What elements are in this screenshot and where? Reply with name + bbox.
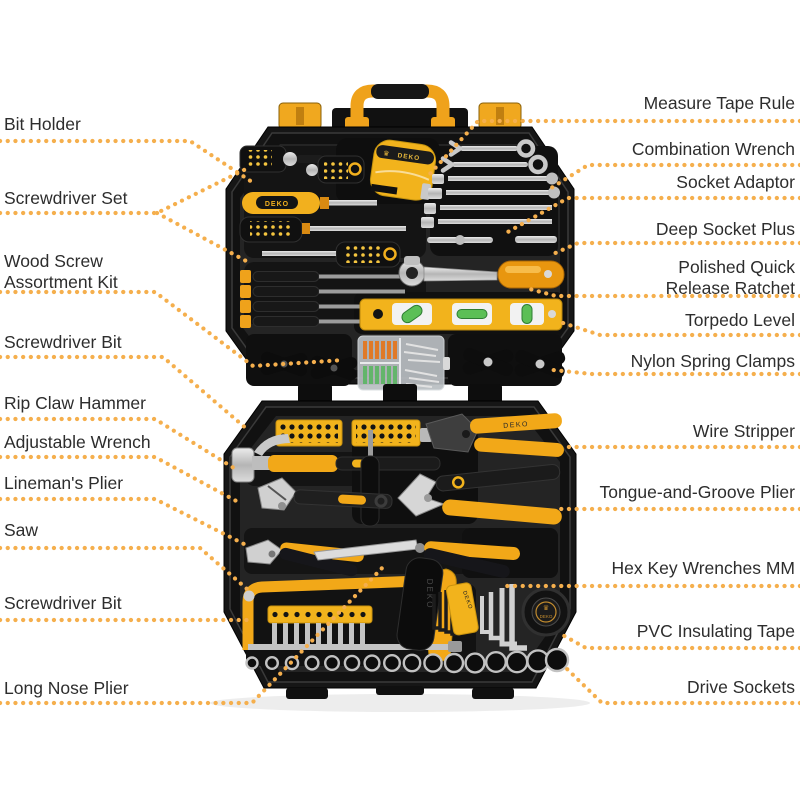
callout-line-combination-wrench	[545, 162, 800, 193]
brand-text: DEKO	[425, 579, 434, 610]
callout-label-deep-socket-plus: Deep Socket Plus	[655, 219, 795, 239]
callout-label-linemans-plier: Lineman's Plier	[4, 473, 124, 493]
screwdriver-bit-set	[267, 605, 373, 650]
callout-line-screwdriver-bit-top	[0, 354, 251, 433]
bit-holder-tool	[239, 145, 323, 173]
top-case: DEKO ♛ DEKO	[225, 84, 575, 391]
wood-screw-assortment-kit	[357, 335, 450, 391]
callout-line-screwdriver-set-a	[0, 165, 251, 216]
callout-line-pvc-insulating-tape	[556, 630, 800, 651]
brand-text: DEKO	[265, 201, 289, 208]
quick-release-ratchet	[398, 256, 498, 287]
callout-line-long-nose-plier	[0, 563, 387, 706]
callout-lines	[0, 118, 800, 706]
measure-tape-rule-tool: ♛ DEKO	[369, 139, 437, 201]
callout-line-socket-adaptor	[503, 195, 800, 236]
drive-sockets-row	[245, 647, 570, 674]
callout-line-saw	[0, 545, 250, 592]
callout-label-saw: Saw	[4, 520, 39, 540]
callout-label-adjustable-wrench: Adjustable Wrench	[4, 432, 151, 452]
case-shadow	[210, 694, 590, 712]
crown-icon: ♛	[383, 149, 390, 158]
orange-screwdriver	[497, 260, 565, 289]
callout-label-torpedo-level: Torpedo Level	[685, 310, 795, 330]
hinge-tabs	[298, 384, 502, 404]
callout-label-wood-screw-assortment-kit: Wood Screw Assortment Kit	[4, 251, 118, 292]
callout-label-socket-adaptor: Socket Adaptor	[676, 172, 795, 192]
socket-adaptors	[421, 172, 560, 228]
callout-line-wood-screw-kit	[0, 289, 347, 369]
callout-label-tongue-and-groove-plier: Tongue-and-Groove Plier	[599, 482, 795, 502]
callout-label-long-nose-plier: Long Nose Plier	[4, 678, 129, 698]
case-foot	[472, 688, 514, 699]
callout-label-drive-sockets: Drive Sockets	[687, 677, 795, 697]
screwdriver-set-tools: DEKO	[239, 155, 406, 268]
callout-line-measure-tape-rule	[425, 118, 800, 179]
callout-label-screwdriver-bit-bottom: Screwdriver Bit	[4, 593, 122, 613]
bottom-case: DEKO	[223, 400, 577, 699]
callout-line-nylon-spring-clamps	[550, 367, 800, 377]
brand-text: DEKO	[503, 421, 529, 430]
callout-label-screwdriver-set: Screwdriver Set	[4, 188, 128, 208]
callout-line-screwdriver-set-b	[154, 210, 251, 265]
case-foot	[286, 688, 328, 699]
callout-line-rip-claw-hammer	[0, 416, 240, 473]
callout-label-bit-holder: Bit Holder	[4, 114, 81, 134]
callout-line-linemans-plier	[0, 496, 249, 548]
callout-line-drive-sockets	[562, 664, 800, 706]
callout-label-pvc-insulating-tape: PVC Insulating Tape	[636, 621, 795, 641]
tongue-and-groove-plier-tool	[397, 463, 562, 525]
callout-label-measure-tape-rule: Measure Tape Rule	[643, 93, 795, 113]
case-latch-right	[478, 102, 522, 130]
deep-socket-bars	[427, 235, 557, 245]
callout-label-nylon-spring-clamps: Nylon Spring Clamps	[630, 351, 795, 371]
brand-text: DEKO	[397, 152, 421, 162]
case-foot	[376, 686, 424, 695]
torpedo-level-tool	[359, 298, 563, 331]
brand-text: DEKO	[540, 614, 553, 619]
callout-label-combination-wrench: Combination Wrench	[631, 139, 795, 159]
long-nose-plier-tool	[313, 539, 520, 578]
callout-label-hex-key-wrenches-mm: Hex Key Wrenches MM	[611, 558, 795, 578]
callout-label-wire-stripper: Wire Stripper	[692, 421, 795, 441]
hex-key-set: DEKO	[432, 582, 527, 651]
callout-label-screwdriver-bit-top: Screwdriver Bit	[4, 332, 122, 352]
callout-line-torpedo-level	[560, 320, 800, 338]
vertical-screwdriver	[360, 430, 380, 527]
callout-label-polished-quick-release-ratchet: Polished Quick Release Ratchet	[665, 257, 795, 298]
callout-line-deep-socket-plus	[550, 240, 800, 257]
adjustable-wrench-tool	[257, 477, 393, 511]
callout-label-rip-claw-hammer: Rip Claw Hammer	[4, 393, 146, 413]
case-latch-left	[278, 102, 322, 130]
callout-line-adjustable-wrench	[0, 454, 243, 506]
callout-line-bit-holder	[0, 138, 255, 185]
case-handle	[345, 84, 455, 132]
crown-icon: ♛	[543, 604, 549, 612]
pvc-insulating-tape-tool: ♛ DEKO	[521, 587, 571, 637]
wire-stripper-tool: DEKO	[420, 413, 564, 457]
